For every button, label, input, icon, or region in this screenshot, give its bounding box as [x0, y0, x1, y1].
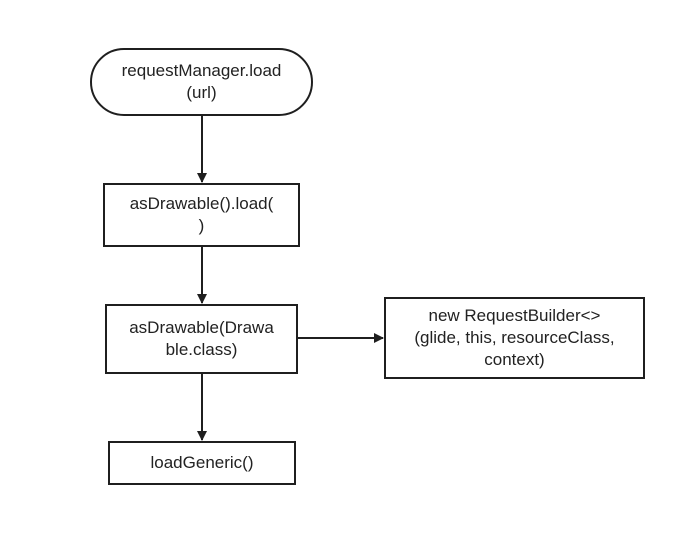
loadgeneric-node: loadGeneric()	[108, 441, 296, 485]
requestbuilder-line-2: (glide, this, resourceClass,	[414, 328, 615, 347]
asdrawable-class-line-1: asDrawable(Drawa	[129, 318, 274, 337]
asdrawable-class-line-2: ble.class)	[165, 340, 238, 359]
asdrawable-load-node: asDrawable().load( )	[103, 183, 300, 247]
start-node-line-1: requestManager.load	[121, 61, 282, 80]
requestbuilder-node: new RequestBuilder<> (glide, this, resou…	[384, 297, 645, 379]
asdrawable-load-line-1: asDrawable().load(	[129, 194, 274, 213]
requestbuilder-line-1: new RequestBuilder<>	[428, 306, 601, 325]
start-node: requestManager.load (url)	[90, 48, 313, 116]
loadgeneric-line-1: loadGeneric()	[150, 453, 254, 472]
asdrawable-class-node: asDrawable(Drawa ble.class)	[105, 304, 298, 374]
asdrawable-load-line-2: )	[198, 216, 205, 235]
start-node-line-2: (url)	[186, 83, 217, 102]
requestbuilder-line-3: context)	[484, 350, 545, 369]
